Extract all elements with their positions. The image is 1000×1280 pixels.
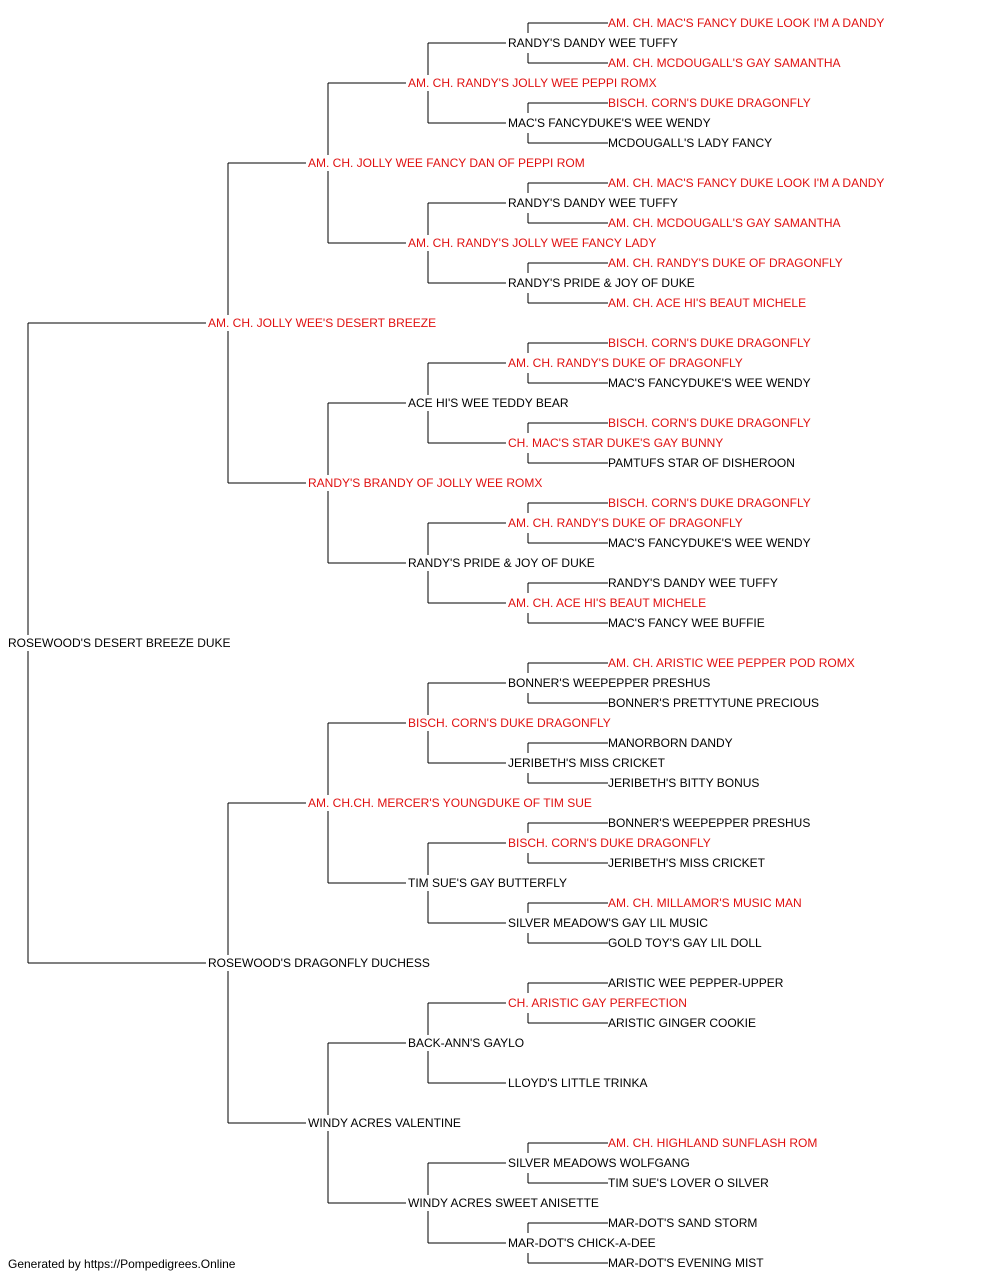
- dog-name-gen5: AM. CH. ACE HI'S BEAUT MICHELE: [608, 296, 807, 310]
- dog-name-gen5: BISCH. CORN'S DUKE DRAGONFLY: [608, 416, 811, 430]
- dog-name-gen4: SILVER MEADOWS WOLFGANG: [508, 1156, 690, 1170]
- dog-name-gen5: BISCH. CORN'S DUKE DRAGONFLY: [608, 96, 811, 110]
- dog-name-gen5: GOLD TOY'S GAY LIL DOLL: [608, 936, 762, 950]
- dog-name-gen2: RANDY'S BRANDY OF JOLLY WEE ROMX: [308, 476, 543, 490]
- dog-name-gen5: AM. CH. MAC'S FANCY DUKE LOOK I'M A DAND…: [608, 16, 885, 30]
- dog-name-gen5: AM. CH. MCDOUGALL'S GAY SAMANTHA: [608, 56, 841, 70]
- dog-name-gen5: TIM SUE'S LOVER O SILVER: [608, 1176, 769, 1190]
- dog-name-gen4: RANDY'S PRIDE & JOY OF DUKE: [508, 276, 695, 290]
- dog-name-gen4: JERIBETH'S MISS CRICKET: [508, 756, 665, 770]
- dog-name-gen5: AM. CH. ARISTIC WEE PEPPER POD ROMX: [608, 656, 855, 670]
- dog-name-gen1: AM. CH. JOLLY WEE'S DESERT BREEZE: [208, 316, 437, 330]
- dog-name-gen5: PAMTUFS STAR OF DISHEROON: [608, 456, 795, 470]
- dog-name-gen5: ARISTIC GINGER COOKIE: [608, 1016, 757, 1030]
- dog-name-gen4: RANDY'S DANDY WEE TUFFY: [508, 36, 678, 50]
- dog-name-gen4: MAR-DOT'S CHICK-A-DEE: [508, 1236, 656, 1250]
- dog-name-gen5: AM. CH. HIGHLAND SUNFLASH ROM: [608, 1136, 818, 1150]
- dog-name-gen5: BONNER'S WEEPEPPER PRESHUS: [608, 816, 811, 830]
- dog-name-gen4: SILVER MEADOW'S GAY LIL MUSIC: [508, 916, 708, 930]
- dog-name-gen3: RANDY'S PRIDE & JOY OF DUKE: [408, 556, 595, 570]
- dog-name-gen5: MAR-DOT'S EVENING MIST: [608, 1256, 764, 1270]
- dog-name-gen0: ROSEWOOD'S DESERT BREEZE DUKE: [8, 636, 231, 650]
- dog-name-gen4: RANDY'S DANDY WEE TUFFY: [508, 196, 678, 210]
- dog-name-gen5: JERIBETH'S MISS CRICKET: [608, 856, 765, 870]
- dog-name-gen5: BISCH. CORN'S DUKE DRAGONFLY: [608, 496, 811, 510]
- dog-name-gen3: WINDY ACRES SWEET ANISETTE: [408, 1196, 599, 1210]
- dog-name-gen3: AM. CH. RANDY'S JOLLY WEE PEPPI ROMX: [408, 76, 657, 90]
- dog-name-gen3: TIM SUE'S GAY BUTTERFLY: [408, 876, 567, 890]
- dog-name-gen5: JERIBETH'S BITTY BONUS: [608, 776, 760, 790]
- dog-name-gen4: AM. CH. ACE HI'S BEAUT MICHELE: [508, 596, 707, 610]
- generated-by-footer: Generated by https://Pompedigrees.Online: [8, 1257, 236, 1271]
- dog-name-gen4: AM. CH. RANDY'S DUKE OF DRAGONFLY: [508, 356, 743, 370]
- dog-name-gen5: AM. CH. RANDY'S DUKE OF DRAGONFLY: [608, 256, 843, 270]
- dog-name-gen4: BISCH. CORN'S DUKE DRAGONFLY: [508, 836, 711, 850]
- dog-name-gen5: AM. CH. MILLAMOR'S MUSIC MAN: [608, 896, 802, 910]
- dog-name-gen3: AM. CH. RANDY'S JOLLY WEE FANCY LADY: [408, 236, 657, 250]
- dog-name-gen5: MAR-DOT'S SAND STORM: [608, 1216, 758, 1230]
- dog-name-gen3: BACK-ANN'S GAYLO: [408, 1036, 525, 1050]
- dog-name-gen3: BISCH. CORN'S DUKE DRAGONFLY: [408, 716, 611, 730]
- dog-name-gen4: MAC'S FANCYDUKE'S WEE WENDY: [508, 116, 711, 130]
- dog-name-gen5: RANDY'S DANDY WEE TUFFY: [608, 576, 778, 590]
- dog-name-gen2: AM. CH. JOLLY WEE FANCY DAN OF PEPPI ROM: [308, 156, 585, 170]
- dog-name-gen4: LLOYD'S LITTLE TRINKA: [508, 1076, 648, 1090]
- dog-name-gen4: BONNER'S WEEPEPPER PRESHUS: [508, 676, 711, 690]
- dog-name-gen4: CH. MAC'S STAR DUKE'S GAY BUNNY: [508, 436, 724, 450]
- dog-name-gen5: MCDOUGALL'S LADY FANCY: [608, 136, 773, 150]
- dog-name-gen5: MAC'S FANCYDUKE'S WEE WENDY: [608, 536, 811, 550]
- dog-name-gen5: AM. CH. MAC'S FANCY DUKE LOOK I'M A DAND…: [608, 176, 885, 190]
- dog-name-gen5: AM. CH. MCDOUGALL'S GAY SAMANTHA: [608, 216, 841, 230]
- dog-name-gen1: ROSEWOOD'S DRAGONFLY DUCHESS: [208, 956, 430, 970]
- dog-name-gen4: AM. CH. RANDY'S DUKE OF DRAGONFLY: [508, 516, 743, 530]
- dog-name-gen3: ACE HI'S WEE TEDDY BEAR: [408, 396, 569, 410]
- dog-name-gen2: AM. CH.CH. MERCER'S YOUNGDUKE OF TIM SUE: [308, 796, 592, 810]
- dog-name-gen5: BONNER'S PRETTYTUNE PRECIOUS: [608, 696, 819, 710]
- dog-name-gen5: ARISTIC WEE PEPPER-UPPER: [608, 976, 784, 990]
- dog-name-gen5: MAC'S FANCY WEE BUFFIE: [608, 616, 765, 630]
- dog-name-gen2: WINDY ACRES VALENTINE: [308, 1116, 461, 1130]
- dog-name-gen5: MANORBORN DANDY: [608, 736, 733, 750]
- dog-name-gen5: BISCH. CORN'S DUKE DRAGONFLY: [608, 336, 811, 350]
- dog-name-gen5: MAC'S FANCYDUKE'S WEE WENDY: [608, 376, 811, 390]
- dog-name-gen4: CH. ARISTIC GAY PERFECTION: [508, 996, 687, 1010]
